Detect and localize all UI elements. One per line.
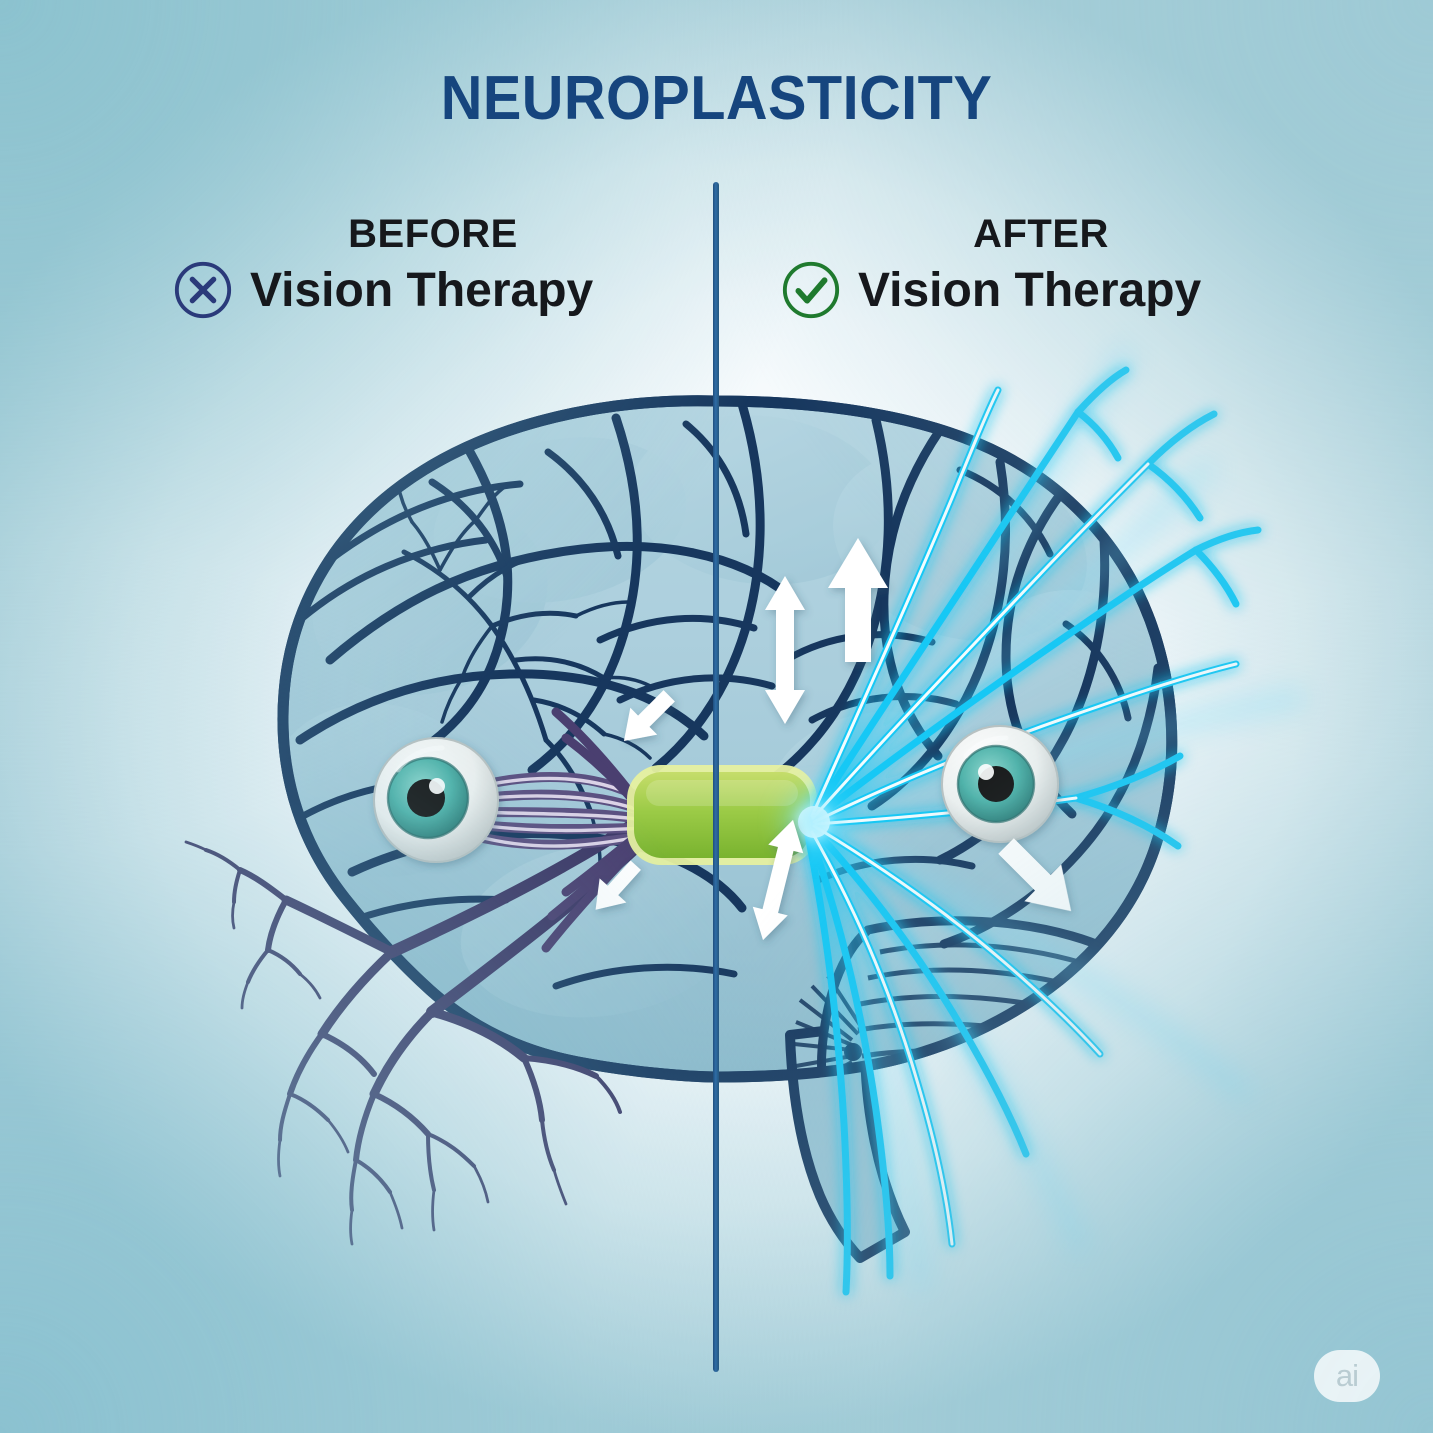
x-circle-icon: [174, 261, 232, 319]
before-panel-header: BEFORE Vision Therapy: [172, 212, 642, 321]
panel-divider: [713, 182, 719, 1372]
after-heading: AFTER: [973, 212, 1109, 256]
after-panel-header: AFTER Vision Therapy: [780, 212, 1250, 321]
check-circle-icon: [782, 261, 840, 319]
before-heading: BEFORE: [348, 212, 518, 256]
after-subheading: Vision Therapy: [858, 263, 1202, 317]
eye-after: [941, 725, 1059, 843]
before-subheading: Vision Therapy: [250, 263, 594, 317]
eye-before: [373, 737, 499, 863]
page-title: NEUROPLASTICITY: [440, 64, 993, 133]
ai-watermark: ai: [1314, 1350, 1380, 1402]
